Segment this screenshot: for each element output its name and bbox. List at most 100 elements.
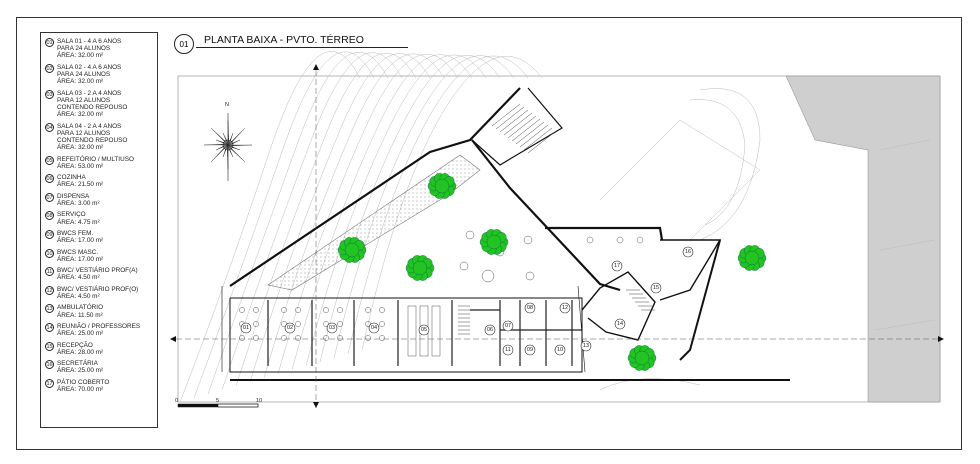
play-element [481, 269, 495, 283]
table [295, 321, 301, 327]
contour-line [179, 51, 361, 403]
table [323, 335, 329, 341]
room-marker [611, 260, 623, 272]
compass-ray [227, 132, 234, 146]
legend-number: 09 [45, 230, 54, 239]
room-label-09: 09 [527, 347, 533, 353]
contour-line [263, 53, 445, 379]
room-label-08: 08 [527, 305, 533, 311]
room-label-01: 01 [243, 325, 249, 331]
table [407, 305, 417, 357]
room-marker [554, 344, 566, 356]
legend-text: ÁREA: 4.75 m² [57, 218, 100, 226]
title-number: 01 [174, 34, 194, 54]
contour-line [277, 53, 459, 375]
stair-step [519, 124, 549, 148]
title-underline [196, 47, 408, 48]
room-marker [524, 302, 536, 314]
scale-tick-0: 0 [175, 398, 178, 404]
stair-step [511, 118, 541, 142]
room-label-04: 04 [371, 325, 377, 331]
legend-text: BWCS MASC. [57, 248, 99, 256]
compass-ray [227, 144, 246, 163]
compass-ray [227, 139, 241, 146]
legend-number: 05 [45, 155, 54, 165]
legend-text: PARA 12 ALUNOS [57, 96, 111, 104]
room-marker [326, 322, 338, 334]
contour-line [291, 54, 473, 371]
legend-text: ÁREA: 53.00 m² [57, 162, 104, 170]
north-arrow [203, 113, 253, 181]
scale-bar: 0 5 10 [175, 398, 262, 408]
contour-line [874, 139, 936, 331]
north-label: N [225, 102, 229, 108]
room-label-06: 06 [487, 327, 493, 333]
room-label-15: 15 [653, 285, 659, 291]
compass-ray [203, 144, 229, 146]
room-marker [614, 318, 626, 330]
table [431, 305, 441, 357]
legend-number: 07 [45, 192, 54, 202]
table [253, 321, 259, 327]
contour-line [599, 378, 701, 391]
legend-text: SALA 02 - 4 A 6 ANOS [57, 63, 122, 71]
tree [337, 237, 367, 263]
legend-number: 02 [45, 63, 54, 73]
contour-line [305, 54, 487, 367]
legend-text: PARA 24 ALUNOS [57, 45, 111, 53]
topography-lines [179, 51, 936, 403]
table [295, 307, 301, 313]
street-area [785, 75, 941, 403]
contour-line [319, 55, 501, 363]
legend-text: REFEITÓRIO / MULTIUSO [57, 155, 134, 163]
stair-step [523, 127, 553, 151]
contour-line [599, 119, 761, 241]
table [281, 307, 287, 313]
garden-area [267, 154, 481, 291]
room-label-03: 03 [329, 325, 335, 331]
legend-text: BWCS FEM. [57, 230, 94, 237]
table [459, 261, 469, 271]
legend-text: REUNIÃO / PROFESSORES [57, 323, 141, 330]
room-marker [484, 324, 496, 336]
legend-number: 10 [45, 248, 54, 258]
furniture [239, 230, 644, 357]
compass-ray [210, 144, 229, 163]
table [379, 335, 385, 341]
legend-text: ÁREA: 17.00 m² [57, 255, 104, 263]
table [379, 307, 385, 313]
legend-text: ÁREA: 11.50 m² [57, 311, 103, 319]
legend-number: 17 [45, 378, 54, 388]
table [337, 321, 343, 327]
room-marker [559, 302, 571, 314]
legend-text: ÁREA: 32.00 m² [57, 52, 104, 60]
room-marker [418, 324, 430, 336]
contour-line [235, 52, 417, 387]
table [365, 307, 371, 313]
room-label-17: 17 [614, 263, 620, 269]
scale-tick-10: 10 [256, 398, 262, 404]
stairs [458, 103, 655, 335]
tree-crown [634, 350, 650, 366]
compass-ray [215, 139, 229, 146]
legend-text: PARA 24 ALUNOS [57, 71, 111, 78]
room-marker [502, 344, 514, 356]
legend-text: SALA 03 - 2 A 4 ANOS [57, 89, 122, 97]
legend-number: 06 [45, 174, 54, 184]
table [523, 235, 533, 245]
legend-text: CONTENDO REPOUSO [57, 137, 128, 144]
room-label-12: 12 [562, 305, 568, 311]
compass-ray [227, 144, 234, 158]
section-markers [170, 64, 944, 408]
contour-line [347, 55, 529, 355]
contour-line [699, 88, 761, 241]
contour-line [361, 55, 543, 351]
